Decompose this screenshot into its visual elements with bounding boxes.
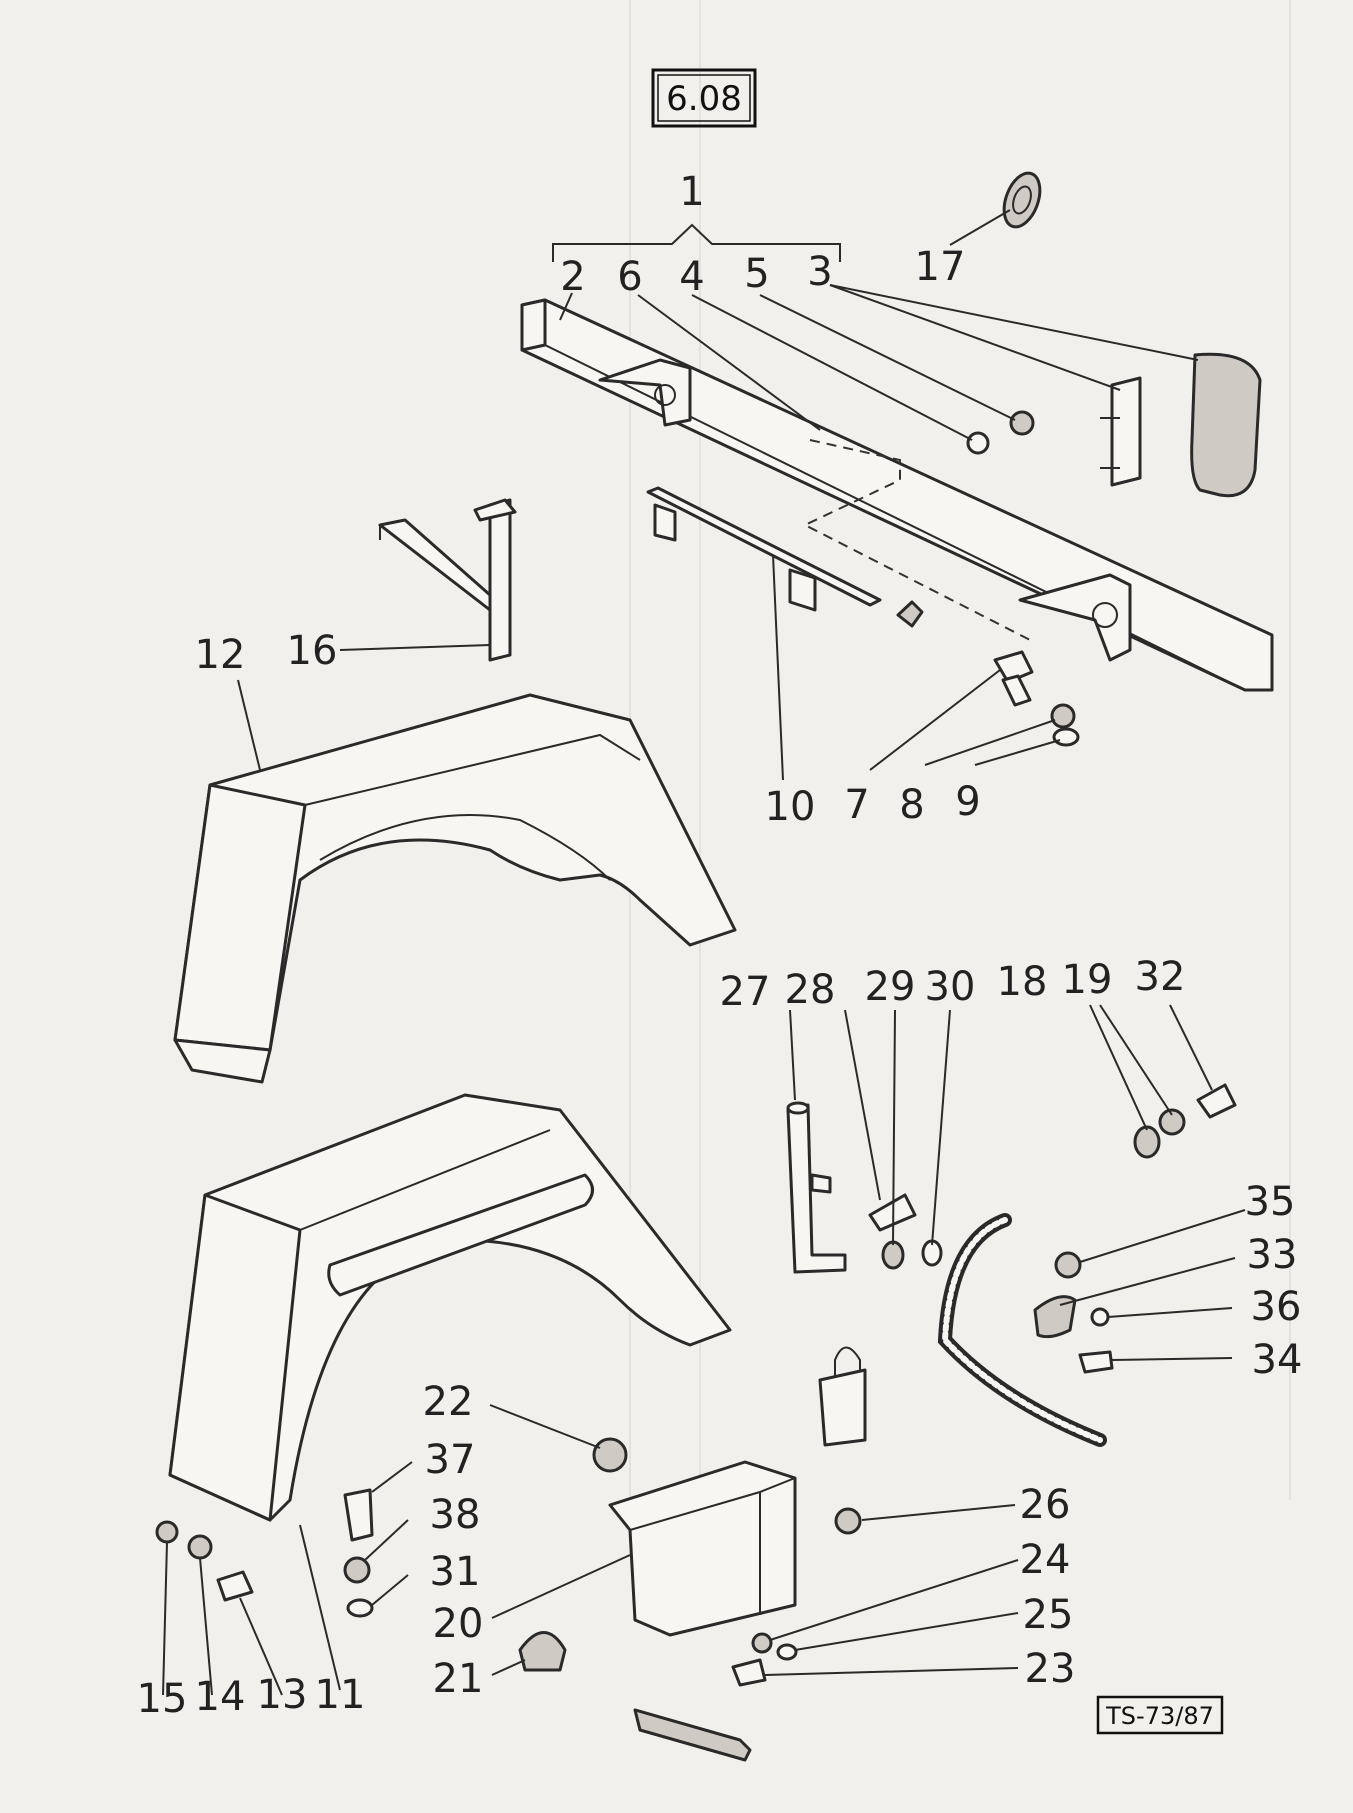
label-38: 38: [430, 1492, 481, 1538]
label-33: 33: [1247, 1232, 1298, 1278]
label-30: 30: [925, 964, 976, 1010]
label-17: 17: [915, 244, 966, 290]
support-bracket: [378, 498, 517, 662]
label-7: 7: [844, 782, 869, 828]
lever: [786, 1101, 847, 1274]
label-21: 21: [433, 1656, 484, 1702]
label-19: 19: [1062, 957, 1113, 1003]
figure-id: 6.08: [666, 79, 742, 119]
label-9: 9: [955, 779, 980, 825]
label-12: 12: [195, 632, 246, 678]
upper-fender: [173, 693, 737, 1084]
padlock: [818, 1346, 867, 1447]
label-25: 25: [1023, 1592, 1074, 1638]
label-11: 11: [315, 1672, 366, 1718]
part-number-labels: 1 2 6 4 5 3 17 12 16 10 7 8 9 27 28 29 3…: [137, 169, 1303, 1722]
label-31: 31: [430, 1549, 481, 1595]
label-16: 16: [287, 628, 338, 674]
label-34: 34: [1252, 1337, 1303, 1383]
label-13: 13: [257, 1672, 308, 1718]
label-6: 6: [617, 254, 642, 300]
tail-lamp: [1100, 352, 1262, 498]
label-37: 37: [425, 1437, 476, 1483]
label-26: 26: [1020, 1482, 1071, 1528]
label-1: 1: [679, 169, 704, 215]
grommet: [1002, 171, 1042, 229]
drawing-ref: TS-73/87: [1105, 1702, 1214, 1730]
bumper-beam: [520, 298, 1274, 692]
label-27: 27: [720, 969, 771, 1015]
label-20: 20: [433, 1601, 484, 1647]
label-24: 24: [1020, 1537, 1071, 1583]
label-14: 14: [195, 1674, 246, 1720]
label-28: 28: [785, 967, 836, 1013]
label-36: 36: [1251, 1284, 1302, 1330]
label-3: 3: [807, 249, 832, 295]
label-29: 29: [865, 964, 916, 1010]
label-4: 4: [679, 254, 704, 300]
label-22: 22: [423, 1379, 474, 1425]
lower-fender: [168, 1093, 732, 1522]
label-5: 5: [744, 251, 769, 297]
label-8: 8: [899, 782, 924, 828]
label-18: 18: [997, 959, 1048, 1005]
assembly-brace: [552, 223, 841, 262]
figure-id-box: 6.08: [651, 68, 757, 128]
drawing-ref-box: TS-73/87: [1096, 1695, 1224, 1735]
label-15: 15: [137, 1676, 188, 1722]
cover-box: [608, 1460, 797, 1637]
tie-bar: [646, 486, 924, 628]
bolt-washers-group: [993, 650, 1080, 747]
leader-lines: [162, 209, 1246, 1696]
label-10: 10: [765, 784, 816, 830]
label-32: 32: [1135, 954, 1186, 1000]
label-2: 2: [560, 254, 585, 300]
label-35: 35: [1245, 1179, 1296, 1225]
label-23: 23: [1025, 1646, 1076, 1692]
